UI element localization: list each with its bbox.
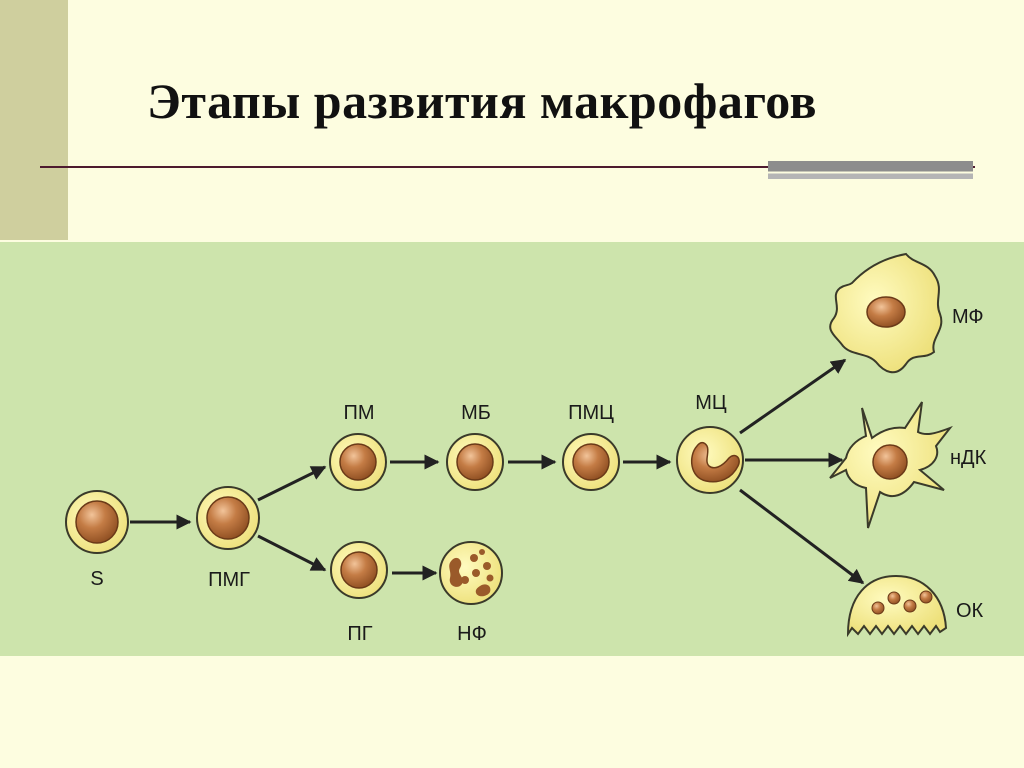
arrow-mc-ok xyxy=(739,488,865,585)
cell-nf xyxy=(439,541,503,605)
arrow-pmg-pm xyxy=(257,465,327,502)
label-mc: МЦ xyxy=(695,392,727,414)
label-s: S xyxy=(90,568,103,590)
cell-s xyxy=(65,490,129,554)
page-title: Этапы развития макрофагов xyxy=(147,73,818,129)
label-mf: МФ xyxy=(952,306,984,328)
cell-ndk xyxy=(829,401,953,529)
label-pmc: ПМЦ xyxy=(568,402,614,424)
label-pg: ПГ xyxy=(347,623,372,645)
title-divider xyxy=(40,166,975,168)
label-mb: МБ xyxy=(461,402,491,424)
cell-pmc xyxy=(562,433,620,491)
cell-mc xyxy=(676,426,744,494)
label-ok: ОК xyxy=(956,600,984,622)
cell-pg xyxy=(330,541,388,599)
cell-pmg xyxy=(196,486,260,550)
label-ndk: нДК xyxy=(950,447,987,469)
cell-ok xyxy=(846,574,948,638)
arrow-mc-mf xyxy=(739,358,847,435)
label-nf: НФ xyxy=(457,623,487,645)
cell-mf xyxy=(829,252,943,374)
label-pmg: ПМГ xyxy=(208,569,250,591)
cell-pm xyxy=(329,433,387,491)
side-accent-block xyxy=(0,0,68,240)
arrow-pmg-pg xyxy=(257,534,327,572)
arrows xyxy=(130,358,865,585)
title-divider-accent xyxy=(768,161,973,179)
label-pm: ПМ xyxy=(343,402,374,424)
labels: S ПМГ ПМ МБ ПМЦ МЦ ПГ НФ МФ нДК ОК xyxy=(90,306,986,645)
cell-mb xyxy=(446,433,504,491)
